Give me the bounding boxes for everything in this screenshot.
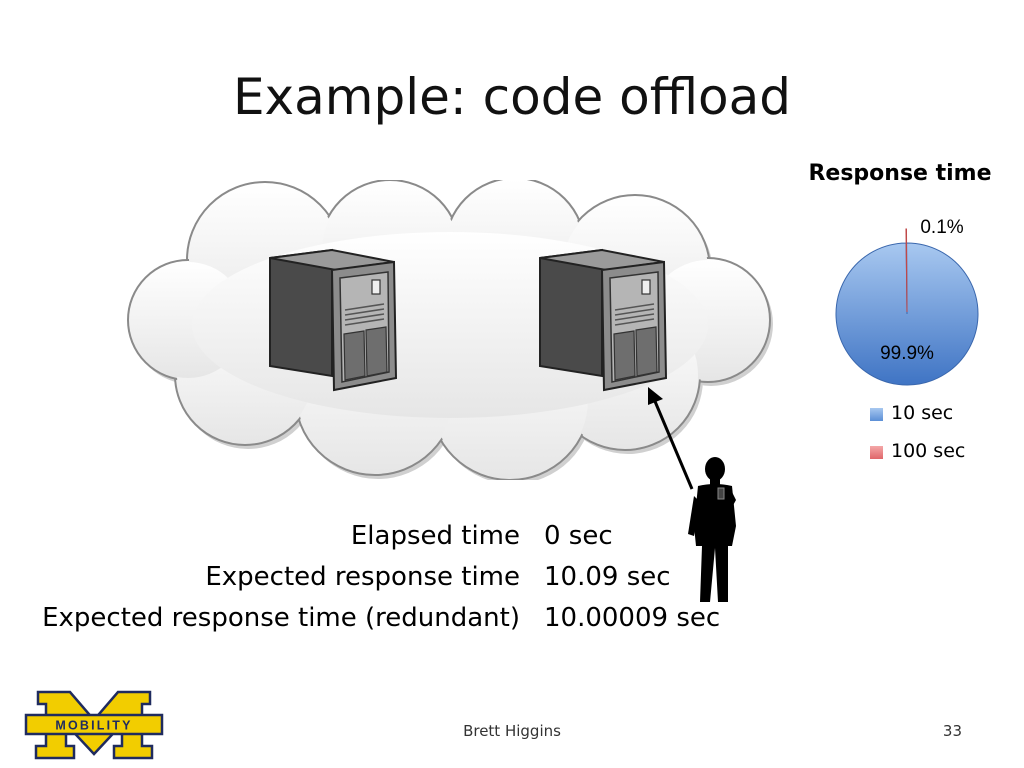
stat-label: Elapsed time bbox=[350, 521, 520, 551]
footer-author: Brett Higgins bbox=[463, 722, 561, 740]
pie-data-label: 99.9% bbox=[880, 343, 934, 364]
legend-swatch-100-sec bbox=[870, 446, 883, 459]
stat-value: 10.00009 sec bbox=[544, 603, 721, 633]
offload-arrow-icon bbox=[648, 387, 694, 490]
stat-row: Elapsed time 0 sec bbox=[0, 516, 740, 556]
stat-row: Expected response time 10.09 sec bbox=[0, 557, 740, 597]
mobility-logo: MOBILITY bbox=[24, 690, 164, 760]
legend-label: 10 sec bbox=[891, 402, 954, 424]
server-icon bbox=[269, 248, 398, 392]
stat-value: 10.09 sec bbox=[544, 562, 671, 592]
server-icon bbox=[539, 248, 668, 392]
legend-label: 100 sec bbox=[891, 440, 966, 462]
legend-swatch-10-sec bbox=[870, 408, 883, 421]
stat-label: Expected response time bbox=[205, 562, 520, 592]
page-number: 33 bbox=[942, 722, 962, 740]
slide-title: Example: code offload bbox=[232, 68, 792, 126]
person-icon bbox=[688, 457, 736, 602]
pie-slice-10-sec bbox=[835, 242, 979, 386]
logo-text: MOBILITY bbox=[55, 719, 132, 733]
stat-label: Expected response time (redundant) bbox=[42, 603, 520, 633]
stat-row: Expected response time (redundant) 10.00… bbox=[0, 598, 740, 638]
pie-data-label: 0.1% bbox=[920, 217, 963, 238]
chart-title: Response time bbox=[808, 161, 992, 186]
stat-value: 0 sec bbox=[544, 521, 613, 551]
pie-slice-100-sec bbox=[905, 228, 908, 313]
pie-chart: 99.9% 0.1% bbox=[835, 217, 979, 386]
